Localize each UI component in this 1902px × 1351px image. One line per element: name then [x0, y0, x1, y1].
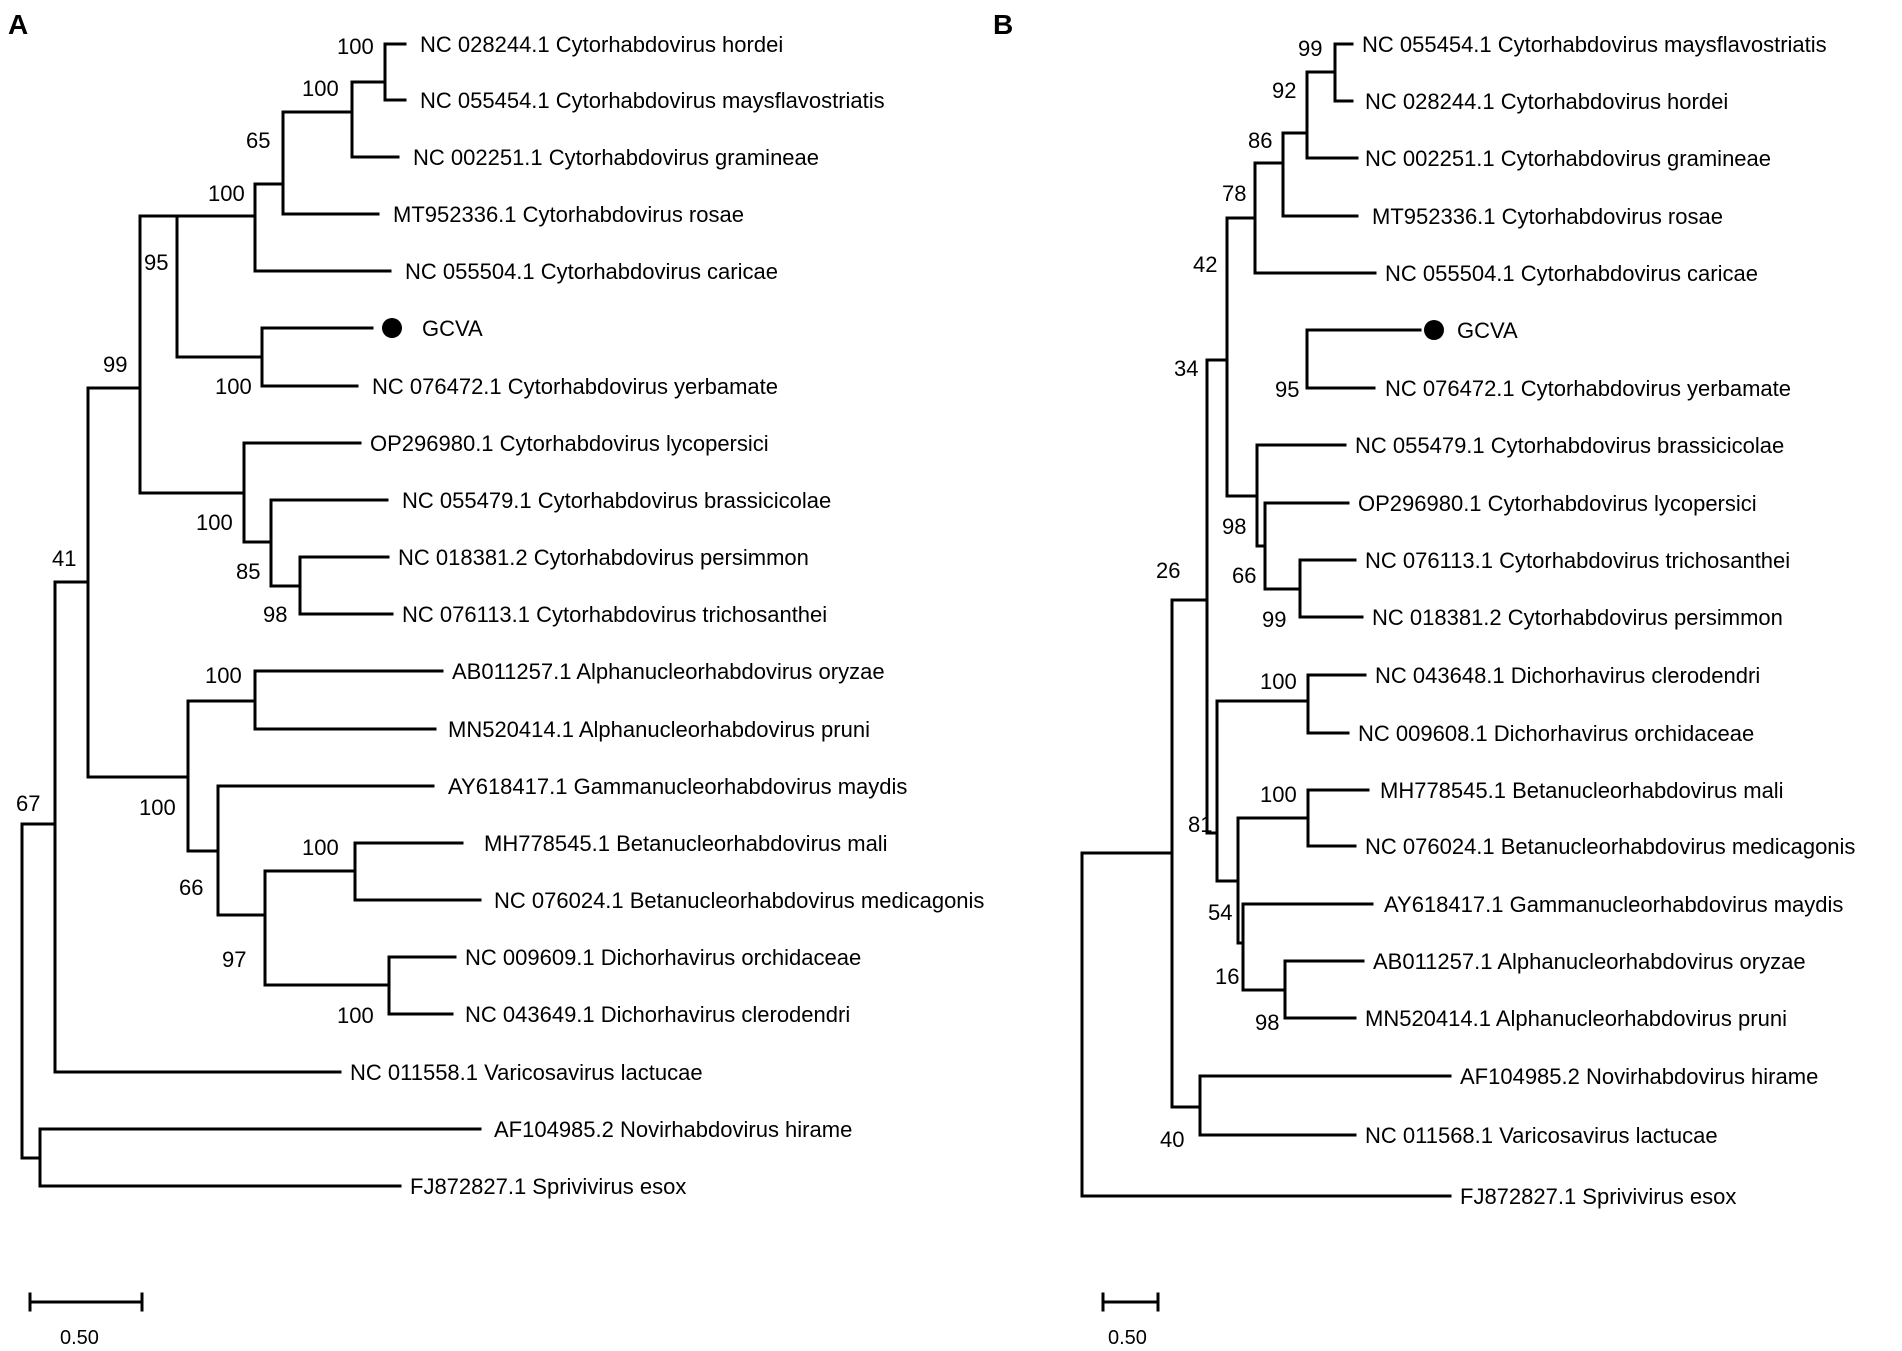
leaf-label: NC 043648.1 Dichorhavirus clerodendri [1375, 663, 1760, 688]
bootstrap-value: 95 [1275, 377, 1299, 402]
bootstrap-value: 100 [302, 76, 339, 101]
bootstrap-value: 40 [1160, 1127, 1184, 1152]
leaf-label: NC 055504.1 Cytorhabdovirus caricae [1385, 261, 1758, 286]
bootstrap-value: 100 [196, 510, 233, 535]
bootstrap-value: 100 [302, 835, 339, 860]
leaf-label: FJ872827.1 Sprivivirus esox [410, 1174, 686, 1199]
bootstrap-value: 98 [1255, 1010, 1279, 1035]
leaf-label: MT952336.1 Cytorhabdovirus rosae [1372, 204, 1723, 229]
panel-b: B [993, 9, 1855, 1349]
panel-b-leaf-labels: NC 055454.1 Cytorhabdovirus maysflavostr… [1355, 32, 1855, 1209]
bootstrap-value: 41 [52, 546, 76, 571]
bootstrap-value: 92 [1272, 78, 1296, 103]
leaf-label: NC 076472.1 Cytorhabdovirus yerbamate [372, 374, 778, 399]
leaf-label: MH778545.1 Betanucleorhabdovirus mali [484, 831, 888, 856]
leaf-label: NC 018381.2 Cytorhabdovirus persimmon [1372, 605, 1783, 630]
bootstrap-value: 99 [1262, 607, 1286, 632]
leaf-label: NC 011568.1 Varicosavirus lactucae [1365, 1123, 1718, 1148]
bootstrap-value: 42 [1193, 252, 1217, 277]
bootstrap-value: 81 [1188, 812, 1212, 837]
leaf-label: NC 043649.1 Dichorhavirus clerodendri [465, 1002, 850, 1027]
bootstrap-value: 100 [1260, 782, 1297, 807]
leaf-label: NC 055479.1 Cytorhabdovirus brassicicola… [402, 488, 831, 513]
leaf-label: FJ872827.1 Sprivivirus esox [1460, 1184, 1736, 1209]
leaf-label: NC 028244.1 Cytorhabdovirus hordei [420, 32, 783, 57]
bootstrap-value: 98 [1222, 514, 1246, 539]
panel-a-scale-label: 0.50 [60, 1327, 99, 1349]
leaf-label: NC 076113.1 Cytorhabdovirus trichosanthe… [402, 602, 827, 627]
leaf-label: NC 076472.1 Cytorhabdovirus yerbamate [1385, 376, 1791, 401]
bootstrap-value: 99 [103, 352, 127, 377]
panel-a-leaf-labels: NC 028244.1 Cytorhabdovirus hordei NC 05… [350, 32, 984, 1199]
leaf-label: NC 002251.1 Cytorhabdovirus gramineae [413, 145, 819, 170]
leaf-label: MN520414.1 Alphanucleorhabdovirus pruni [448, 717, 870, 742]
bootstrap-value: 100 [1260, 669, 1297, 694]
leaf-label: GCVA [422, 316, 483, 341]
bootstrap-value: 66 [179, 875, 203, 900]
panel-a-gcva-marker [382, 318, 402, 338]
leaf-label: MH778545.1 Betanucleorhabdovirus mali [1380, 778, 1784, 803]
leaf-label: NC 009608.1 Dichorhavirus orchidaceae [1358, 721, 1754, 746]
panel-a: A [8, 9, 984, 1349]
bootstrap-value: 100 [205, 663, 242, 688]
leaf-label: NC 076024.1 Betanucleorhabdovirus medica… [494, 888, 984, 913]
leaf-label: AY618417.1 Gammanucleorhabdovirus maydis [1384, 892, 1843, 917]
bootstrap-value: 54 [1208, 900, 1232, 925]
leaf-label: NC 055454.1 Cytorhabdovirus maysflavostr… [1362, 32, 1827, 57]
bootstrap-value: 95 [144, 250, 168, 275]
leaf-label: NC 076024.1 Betanucleorhabdovirus medica… [1365, 834, 1855, 859]
bootstrap-value: 66 [1232, 563, 1256, 588]
bootstrap-value: 99 [1298, 36, 1322, 61]
bootstrap-value: 85 [236, 559, 260, 584]
leaf-label: NC 055504.1 Cytorhabdovirus caricae [405, 259, 778, 284]
leaf-label: MN520414.1 Alphanucleorhabdovirus pruni [1365, 1006, 1787, 1031]
bootstrap-value: 16 [1215, 964, 1239, 989]
leaf-label: NC 055454.1 Cytorhabdovirus maysflavostr… [420, 88, 885, 113]
leaf-label: OP296980.1 Cytorhabdovirus lycopersici [370, 431, 769, 456]
leaf-label: NC 002251.1 Cytorhabdovirus gramineae [1365, 146, 1771, 171]
leaf-label: NC 018381.2 Cytorhabdovirus persimmon [398, 545, 809, 570]
bootstrap-value: 78 [1222, 181, 1246, 206]
panel-b-scale-label: 0.50 [1108, 1327, 1147, 1349]
bootstrap-value: 34 [1174, 356, 1198, 381]
leaf-label: AF104985.2 Novirhabdovirus hirame [494, 1117, 852, 1142]
panel-a-label: A [8, 9, 28, 40]
bootstrap-value: 26 [1156, 558, 1180, 583]
leaf-label: AB011257.1 Alphanucleorhabdovirus oryzae [452, 659, 885, 684]
leaf-label: OP296980.1 Cytorhabdovirus lycopersici [1358, 491, 1757, 516]
bootstrap-value: 98 [263, 602, 287, 627]
bootstrap-value: 100 [139, 795, 176, 820]
bootstrap-value: 65 [246, 128, 270, 153]
leaf-label: GCVA [1457, 318, 1518, 343]
bootstrap-value: 100 [337, 34, 374, 59]
leaf-label: NC 055479.1 Cytorhabdovirus brassicicola… [1355, 433, 1784, 458]
leaf-label: AB011257.1 Alphanucleorhabdovirus oryzae [1373, 949, 1806, 974]
leaf-label: AY618417.1 Gammanucleorhabdovirus maydis [448, 774, 907, 799]
bootstrap-value: 100 [208, 181, 245, 206]
bootstrap-value: 100 [215, 374, 252, 399]
panel-b-gcva-marker [1424, 320, 1444, 340]
panel-b-tree-branches [1080, 42, 1452, 1312]
panel-b-bootstrap-values: 99 92 86 78 42 95 34 98 66 99 26 100 100… [1156, 36, 1322, 1152]
leaf-label: NC 028244.1 Cytorhabdovirus hordei [1365, 89, 1728, 114]
leaf-label: AF104985.2 Novirhabdovirus hirame [1460, 1064, 1818, 1089]
bootstrap-value: 97 [222, 947, 246, 972]
leaf-label: MT952336.1 Cytorhabdovirus rosae [393, 202, 744, 227]
bootstrap-value: 100 [337, 1003, 374, 1028]
bootstrap-value: 86 [1248, 128, 1272, 153]
leaf-label: NC 011558.1 Varicosavirus lactucae [350, 1060, 703, 1085]
panel-b-label: B [993, 9, 1013, 40]
bootstrap-value: 67 [16, 791, 40, 816]
leaf-label: NC 009609.1 Dichorhavirus orchidaceae [465, 945, 861, 970]
panel-a-bootstrap-values: 100 100 65 100 95 100 99 100 85 98 41 10… [16, 34, 374, 1028]
panel-a-tree-branches [20, 42, 482, 1312]
leaf-label: NC 076113.1 Cytorhabdovirus trichosanthe… [1365, 548, 1790, 573]
